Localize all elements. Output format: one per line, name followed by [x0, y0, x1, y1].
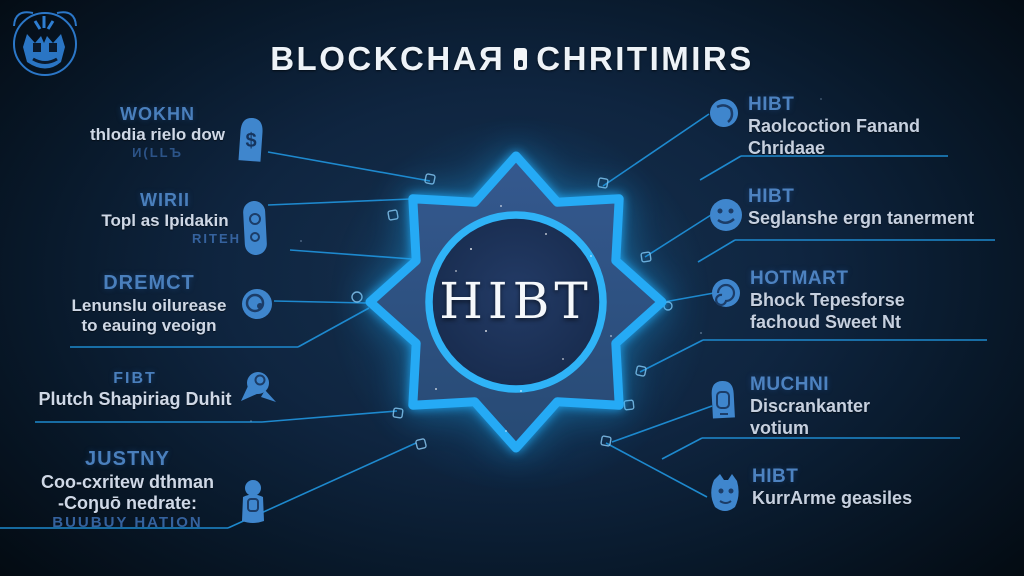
- left-item-1-text: thlodia rielo dow: [89, 125, 226, 145]
- left-item-4-heading: FIBT: [113, 370, 157, 387]
- particle-dots: [0, 0, 2, 2]
- right-item-4: MUCHNI Discrankanter votium: [750, 374, 1000, 439]
- left-item-5-caption: BUUBUY HATION: [52, 514, 203, 532]
- left-item-3-text-1: Lenunslu oilurease: [71, 295, 227, 315]
- right-item-3-heading: HOTMART: [750, 268, 849, 289]
- right-item-5-heading: HIBT: [752, 466, 799, 487]
- creature-coin-icon: [711, 474, 739, 511]
- left-item-5-text-1: Coo-cxritew dthman: [40, 471, 214, 492]
- right-item-4-text-2: votium: [750, 417, 810, 438]
- round-coin-icon: [242, 289, 272, 319]
- node-icons: [351, 173, 673, 450]
- page-title: BLOCKCHAЯ CHRITIMIRS: [0, 40, 1024, 78]
- left-item-5: JUSTNY Coo-cxritew dthman -Coŋuō nedrate…: [20, 448, 235, 532]
- left-item-2-text: Topl as Ipidakin: [101, 211, 229, 231]
- left-item-4-text: Plutch Shapiriag Duhit: [38, 388, 232, 409]
- left-item-3-heading: DREMCT: [103, 272, 195, 294]
- right-item-3-text-1: Bhock Tepesforse: [750, 290, 905, 311]
- swirl-coin-icon: [712, 279, 740, 307]
- left-item-1-heading: WOKHN: [120, 104, 195, 124]
- right-item-1-text-1: Raolcoction Fanand: [748, 116, 921, 137]
- capsule-coin-icon: [243, 201, 267, 255]
- right-item-3-text-2: fachoud Sweet Nt: [750, 311, 902, 332]
- right-item-3: HOTMART Bhock Tepesforse fachoud Sweet N…: [750, 268, 1000, 333]
- right-item-4-heading: MUCHNI: [750, 374, 829, 395]
- right-item-5-text: KurrArme geasiles: [752, 488, 913, 509]
- bird-icon: [241, 372, 276, 402]
- title-part2: CHRITIMIRS: [536, 40, 754, 77]
- dollar-coin-icon: $: [238, 118, 263, 162]
- figure-icon: [242, 480, 264, 523]
- blob-coin-icon: [710, 99, 738, 127]
- svg-text:$: $: [245, 130, 256, 152]
- right-item-2-heading: HIBT: [748, 186, 795, 207]
- center-badge-label: HIBT: [439, 272, 593, 330]
- left-item-1: WOKHN thlodia rielo dow И(LLЪ: [75, 104, 240, 161]
- left-item-1-caption: И(LLЪ: [132, 145, 183, 161]
- left-item-2-caption: RITEH: [192, 231, 241, 247]
- title-part1: BLOCKCHAЯ: [270, 40, 506, 77]
- left-item-5-text-2: -Coŋuō nedrate:: [58, 492, 197, 513]
- left-item-2-heading: WIRII: [140, 190, 190, 210]
- left-item-3-text-2: to eauing veoign: [81, 315, 217, 335]
- left-item-2: WIRII Topl as Ipidakin RITEH: [85, 190, 245, 247]
- left-item-3: DREMCT Lenunslu oilurease to eauing veoi…: [60, 272, 238, 336]
- right-item-2-text: Seglanshe ergn tanerment: [748, 208, 975, 229]
- globe-face-coin-icon: [710, 199, 742, 231]
- right-item-2: HIBT Seglanshe ergn tanerment: [748, 186, 1008, 230]
- right-item-5: HIBT KurrArme geasiles: [752, 466, 1002, 510]
- right-item-1-heading: HIBT: [748, 94, 795, 115]
- bell-coin-icon: [711, 381, 735, 419]
- right-item-1-text-2: Chridaae: [748, 137, 826, 158]
- right-item-1: HIBT Raolcoction Fanand Chridaae: [748, 94, 998, 159]
- phone-icon: [514, 48, 528, 70]
- left-item-5-heading: JUSTNY: [85, 448, 170, 470]
- left-item-4: FIBT Plutch Shapiriag Duhit: [35, 370, 235, 410]
- gorilla-crest-icon: [13, 11, 77, 76]
- right-item-4-text-1: Discrankanter: [750, 396, 871, 417]
